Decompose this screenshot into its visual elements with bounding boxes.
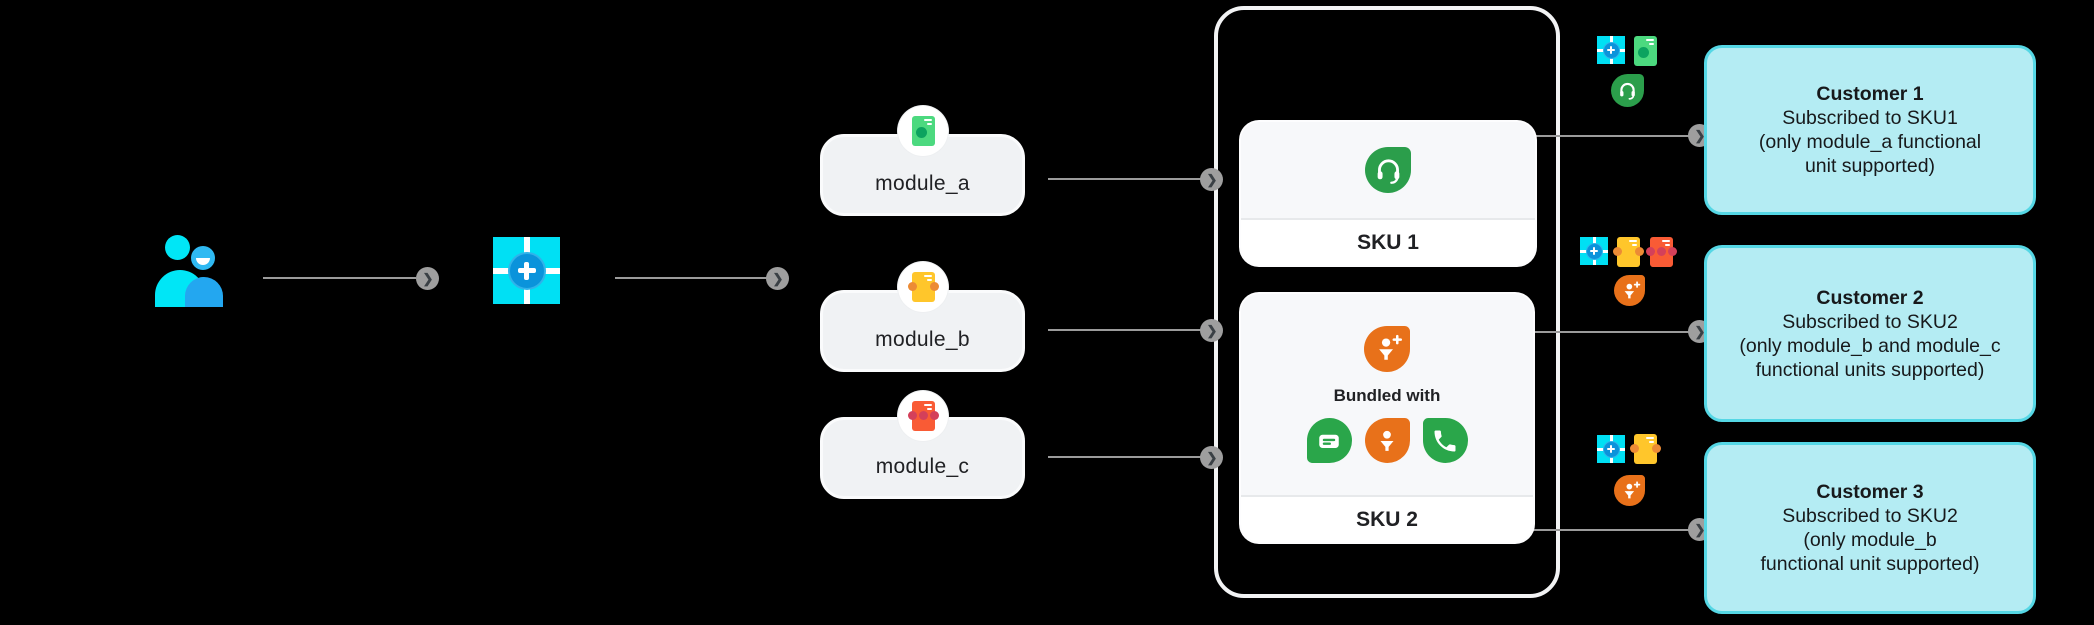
customer2-line: Subscribed to SKU2 <box>1782 310 1958 333</box>
glyph-dot <box>929 282 939 291</box>
module-b-mini-icon <box>1630 434 1661 464</box>
customer1-line: Subscribed to SKU1 <box>1782 107 1958 129</box>
glyph-lines <box>923 404 932 411</box>
module-c-glyph <box>907 401 939 431</box>
arrow-chevron-icon: ❯ <box>1200 319 1223 342</box>
customer1-card: Customer 1 Subscribed to SKU1 (only modu… <box>1704 45 2036 215</box>
connector-module-c-to-sku <box>1048 456 1202 458</box>
headset-icon <box>1365 147 1411 193</box>
customer3-line: Subscribed to SKU2 <box>1782 505 1958 527</box>
glyph-dot <box>929 411 939 420</box>
lead-funnel-plus-mini-icon <box>1614 275 1645 306</box>
arrow-chevron-icon: ❯ <box>1200 168 1223 191</box>
customer2-line: functional units supported) <box>1755 358 1985 381</box>
arrow-chevron-icon: ❯ <box>1200 446 1223 469</box>
lead-funnel-plus-glyph <box>1379 334 1402 360</box>
chevron-glyph: ❯ <box>1206 323 1218 338</box>
sku2-body: Bundled with <box>1241 294 1533 495</box>
sku1-label: SKU 1 <box>1241 218 1535 265</box>
lead-funnel-plus-glyph <box>1624 480 1640 498</box>
connector-sku1-to-customer1 <box>1535 135 1690 137</box>
connector-gateway-to-modules <box>615 277 767 279</box>
module-c-label: module_c <box>875 455 970 478</box>
customer3-line: functional unit supported) <box>1760 553 1980 575</box>
connector-users-to-gateway <box>263 277 416 279</box>
customer1-line: unit supported) <box>1804 155 1936 177</box>
module-b-glyph <box>907 272 939 302</box>
module-b-icon <box>898 262 948 312</box>
lead-funnel-plus-mini-icon <box>1614 475 1645 506</box>
sku2-card: Bundled with <box>1241 294 1533 542</box>
arrow-chevron-icon: ❯ <box>766 267 789 290</box>
connector-module-b-to-sku <box>1048 329 1202 331</box>
chevron-glyph: ❯ <box>1206 172 1218 187</box>
customer3-title: Customer 3 <box>1816 481 1924 503</box>
module-b-label: module_b <box>875 328 970 351</box>
glyph-lines <box>923 275 932 282</box>
glyph-dot <box>907 282 917 291</box>
chevron-glyph: ❯ <box>1694 324 1706 339</box>
module-a-label: module_a <box>875 172 970 195</box>
grid-plus-mini-icon <box>1580 237 1608 265</box>
sku1-card: SKU 1 <box>1241 122 1535 265</box>
connector-module-a-to-sku <box>1048 178 1202 180</box>
sku2-label: SKU 2 <box>1241 495 1533 542</box>
headset-mini-icon <box>1611 74 1644 107</box>
glyph-dot <box>918 411 928 420</box>
customer1-line: (only module_a functional <box>1758 131 1982 153</box>
module-a-glyph <box>911 116 935 146</box>
glyph-lines <box>923 119 932 126</box>
grid-plus-mini-icon <box>1597 435 1625 463</box>
glyph-dot <box>907 411 917 420</box>
module-a-mini-icon <box>1634 36 1657 66</box>
connector-sku2-to-customer3 <box>1532 529 1690 531</box>
grid-plus-icon <box>493 237 560 304</box>
customer3-line: (only module_b <box>1803 529 1937 551</box>
front-person-head <box>191 246 215 270</box>
users-icon <box>155 235 223 307</box>
chevron-glyph: ❯ <box>1694 522 1706 537</box>
chevron-glyph: ❯ <box>1206 450 1218 465</box>
glyph-dot <box>915 127 927 138</box>
module-c-icon <box>898 391 948 441</box>
grid-center-circle <box>507 251 546 290</box>
lead-funnel-icon <box>1364 418 1410 463</box>
module-c-mini-icon <box>1646 237 1677 267</box>
chat-icon <box>1306 418 1352 463</box>
customer3-card: Customer 3 Subscribed to SKU2 (only modu… <box>1704 442 2036 614</box>
sku1-body <box>1241 122 1535 218</box>
chevron-glyph: ❯ <box>1694 128 1706 143</box>
customer2-line: (only module_b and module_c <box>1739 334 2001 357</box>
module-b-mini-icon <box>1613 237 1644 267</box>
module-c-node: module_c <box>820 417 1025 499</box>
smile <box>196 258 210 265</box>
sku-group-container <box>1214 6 1560 598</box>
phone-icon <box>1422 418 1468 463</box>
lead-funnel-glyph <box>1380 430 1394 451</box>
connector-sku2-to-customer2 <box>1532 331 1690 333</box>
phone-glyph <box>1434 430 1456 451</box>
headset-glyph <box>1377 158 1399 184</box>
bundled-icons-row <box>1306 418 1468 463</box>
customer2-title: Customer 2 <box>1816 286 1924 309</box>
lead-funnel-plus-icon <box>1364 326 1410 372</box>
back-person-head <box>165 235 190 260</box>
chevron-glyph: ❯ <box>422 271 434 286</box>
chat-glyph <box>1319 434 1339 448</box>
customer1-title: Customer 1 <box>1816 83 1924 105</box>
plus-icon <box>517 261 536 280</box>
customer2-card: Customer 2 Subscribed to SKU2 (only modu… <box>1704 245 2036 422</box>
grid-plus-mini-icon <box>1597 36 1625 64</box>
arrow-chevron-icon: ❯ <box>416 267 439 290</box>
headset-glyph <box>1620 82 1635 100</box>
lead-funnel-plus-glyph <box>1624 280 1640 298</box>
bundled-with-label: Bundled with <box>1333 386 1441 405</box>
chevron-glyph: ❯ <box>772 271 784 286</box>
module-a-icon <box>898 106 948 156</box>
front-person-body <box>185 277 223 307</box>
